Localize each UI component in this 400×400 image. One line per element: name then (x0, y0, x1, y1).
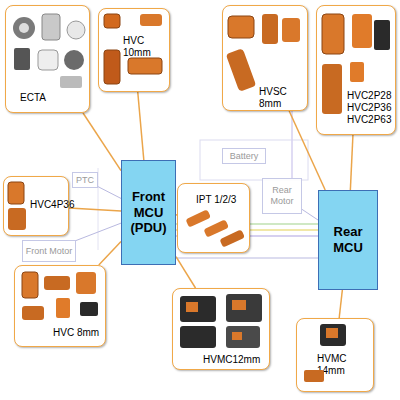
callout-pointer (99, 242, 121, 265)
connector-photo (226, 294, 262, 322)
connector-photo (76, 272, 96, 294)
callout-box: HVC 10mm (98, 8, 170, 92)
callout-box: HVMC 14mm (296, 318, 374, 392)
connector-photo (203, 219, 229, 237)
node-label: HVMC 14mm (317, 353, 373, 377)
node-label: Battery (230, 151, 259, 162)
connector-photo (128, 58, 162, 74)
node-label: ECTA (20, 92, 46, 104)
callout-box: HVC 8mm (14, 265, 106, 347)
connector-photo (104, 50, 120, 84)
connector-photo (322, 14, 344, 54)
callout-box: ECTA (5, 5, 90, 113)
connector-photo (350, 62, 364, 82)
node-label: HVSC 8mm (259, 86, 307, 110)
component-box: Rear Motor (262, 178, 302, 214)
component-box: Front Motor (22, 240, 76, 262)
connector-photo (42, 14, 60, 40)
connector-photo (186, 302, 198, 312)
connector-photo (219, 229, 245, 247)
wire-connector (176, 258, 318, 259)
connector-photo (8, 208, 26, 230)
controller-box: Rear MCU (318, 190, 378, 290)
connector-photo (180, 326, 216, 348)
callout-box: IPT 1/2/3 (177, 183, 250, 253)
connector-photo (304, 370, 324, 382)
connector-photo (140, 14, 162, 26)
connector-photo (14, 48, 30, 70)
connector-photo (320, 324, 346, 346)
node-label: HVC4P36 (30, 199, 74, 211)
connector-photo (8, 182, 24, 204)
wire-connector (98, 187, 121, 199)
node-label: HVC2P28 HVC2P36 HVC2P63 (347, 90, 391, 126)
connector-photo (60, 76, 82, 88)
connector-photo (38, 50, 58, 70)
connector-photo (56, 298, 70, 318)
controller-box: Front MCU (PDU) (121, 160, 176, 265)
callout-pointer (138, 92, 144, 160)
callout-box: HVC2P28 HVC2P36 HVC2P63 (316, 5, 396, 135)
connector-photo (64, 50, 84, 70)
node-label: HVC 8mm (53, 327, 99, 339)
connector-photo (226, 326, 260, 348)
connector-photo (228, 16, 254, 38)
callout-pointer (339, 290, 342, 318)
node-label: Front Motor (26, 246, 73, 257)
connector-photo (226, 48, 257, 92)
connector-photo (22, 306, 44, 320)
callout-pointer (83, 113, 121, 171)
node-label: Rear Motor (263, 185, 301, 207)
connector-photo (44, 276, 70, 290)
connector-photo (326, 328, 338, 338)
connector-photo (232, 300, 246, 310)
component-box: Battery (222, 148, 266, 164)
callout-pointer (69, 208, 121, 211)
connector-photo (19, 23, 29, 33)
node-label: PTC (76, 175, 94, 186)
component-box: PTC (72, 172, 98, 188)
connector-photo (67, 21, 85, 39)
connector-photo (185, 209, 211, 227)
connector-photo (232, 332, 242, 340)
connector-photo (22, 272, 38, 298)
callout-pointer (350, 135, 353, 190)
connector-photo (13, 17, 35, 39)
callout-pointer (176, 257, 195, 288)
connector-photo (374, 20, 390, 50)
connector-photo (262, 14, 278, 44)
callout-box: HVMC12mm (172, 288, 270, 370)
wire-connector (302, 209, 318, 220)
connector-photo (352, 14, 372, 48)
node-label: HVMC12mm (203, 354, 260, 366)
wire-connector (76, 223, 121, 240)
node-label: HVC 10mm (123, 35, 169, 59)
node-label: Front MCU (PDU) (126, 189, 171, 236)
callout-box: HVC4P36 (3, 176, 69, 236)
connector-photo (322, 64, 342, 114)
node-label: Rear MCU (323, 224, 373, 255)
connector-photo (104, 14, 120, 28)
callout-box: HVSC 8mm (222, 5, 308, 111)
connector-photo (180, 296, 216, 322)
connector-photo (80, 302, 98, 316)
connector-photo (282, 18, 300, 42)
node-label: IPT 1/2/3 (196, 194, 236, 206)
